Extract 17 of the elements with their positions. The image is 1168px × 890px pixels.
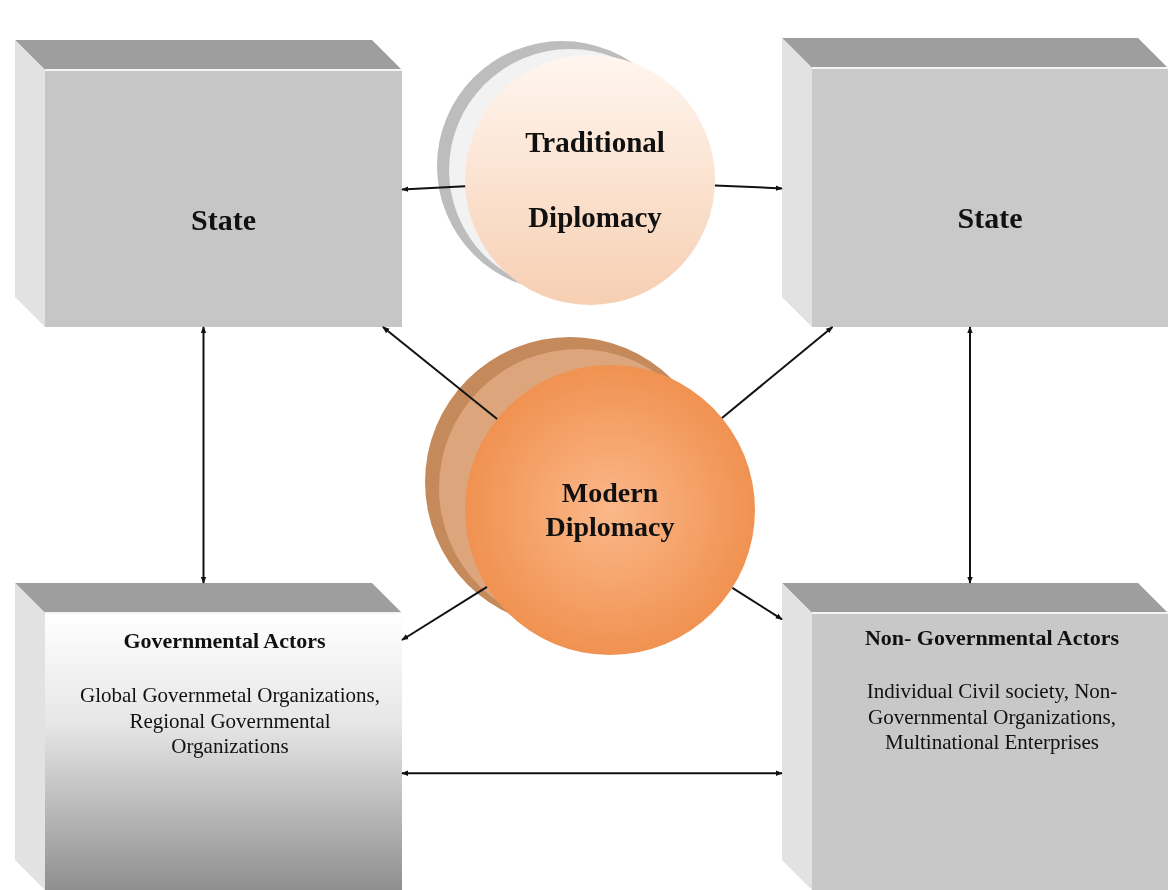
arrow xyxy=(731,586,783,621)
node-title: State xyxy=(956,199,1024,236)
arrow xyxy=(401,585,488,641)
node-title: Traditional Diplomacy xyxy=(524,124,666,235)
arrow xyxy=(200,326,207,584)
node-title: State xyxy=(190,201,257,238)
arrow xyxy=(401,185,467,192)
node-description: Global Governmetal Organizations, Regional Governmental Organizations xyxy=(80,683,380,760)
node-title: Non- Governmental Actors xyxy=(863,625,1121,652)
arrow xyxy=(401,770,783,777)
node-title: Governmental Actors xyxy=(122,628,327,655)
node-description: Individual Civil society, Non-Governmental Organizations, Multinational Enterprises xyxy=(865,679,1119,756)
arrow xyxy=(721,326,834,419)
arrow xyxy=(713,184,783,191)
arrow xyxy=(381,326,499,420)
node-title: Modern Diplomacy xyxy=(544,476,676,545)
arrow xyxy=(967,326,973,584)
